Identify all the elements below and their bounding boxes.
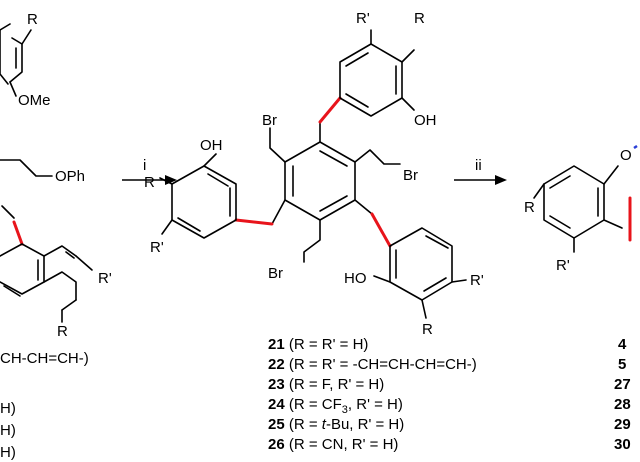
left-top-R: R bbox=[27, 11, 38, 28]
compound-24: 24 (R = CF3, R' = H) bbox=[268, 396, 403, 416]
br-top-right: Br bbox=[403, 167, 418, 184]
arrow-ii-label: ii bbox=[475, 157, 482, 174]
product-28: 28 bbox=[614, 396, 631, 413]
central-molecule: Br Br Br R' R OH OH R R' bbox=[144, 10, 484, 338]
left-starting-material: R OMe OPh R' R CH-CH=CH-) H) H) H) bbox=[0, 11, 112, 461]
compound-22: 22 (R = R' = -CH=CH-CH=CH-) bbox=[268, 356, 477, 373]
left-bottom-R: R bbox=[57, 323, 68, 340]
product-30: 30 bbox=[614, 436, 631, 453]
right-R-prime: R' bbox=[556, 257, 570, 274]
left-partial-row-2: H) bbox=[0, 422, 16, 439]
product-29: 29 bbox=[614, 416, 631, 433]
left-R-prime: R' bbox=[150, 239, 164, 256]
left-partial-row-1: H) bbox=[0, 400, 16, 417]
br-top-left: Br bbox=[262, 112, 277, 129]
product-5: 5 bbox=[618, 356, 626, 373]
bottom-R-prime: R' bbox=[470, 272, 484, 289]
product-27: 27 bbox=[614, 376, 631, 393]
bottom-HO: HO bbox=[344, 270, 367, 287]
compound-25: 25 (R = t-Bu, R' = H) bbox=[268, 416, 404, 433]
left-oph: OPh bbox=[55, 168, 85, 185]
compound-list: 21 (R = R' = H) 22 (R = R' = -CH=CH-CH=C… bbox=[268, 336, 477, 453]
left-partial-row-3: H) bbox=[0, 444, 16, 461]
arrow-ii: ii bbox=[454, 157, 507, 185]
compound-23: 23 (R = F, R' = H) bbox=[268, 376, 384, 393]
top-R: R bbox=[414, 10, 425, 27]
compound-26: 26 (R = CN, R' = H) bbox=[268, 436, 398, 453]
arrow-i-label: i bbox=[143, 157, 146, 174]
right-O: O bbox=[620, 147, 632, 164]
left-R: R bbox=[144, 174, 155, 191]
top-R-prime: R' bbox=[356, 10, 370, 27]
radical-dot-icon bbox=[633, 144, 638, 150]
compound-21: 21 (R = R' = H) bbox=[268, 336, 368, 353]
top-OH: OH bbox=[414, 112, 437, 129]
right-product: O R R' 4 5 27 28 29 30 bbox=[524, 144, 638, 453]
product-4: 4 bbox=[618, 336, 627, 353]
right-R: R bbox=[524, 199, 535, 216]
left-R-prime: R' bbox=[98, 270, 112, 287]
bottom-R: R bbox=[422, 321, 433, 338]
left-OH: OH bbox=[200, 137, 223, 154]
br-bottom-left: Br bbox=[268, 265, 283, 282]
left-partial-legend: CH-CH=CH-) bbox=[0, 350, 89, 367]
left-ome: OMe bbox=[18, 92, 51, 109]
